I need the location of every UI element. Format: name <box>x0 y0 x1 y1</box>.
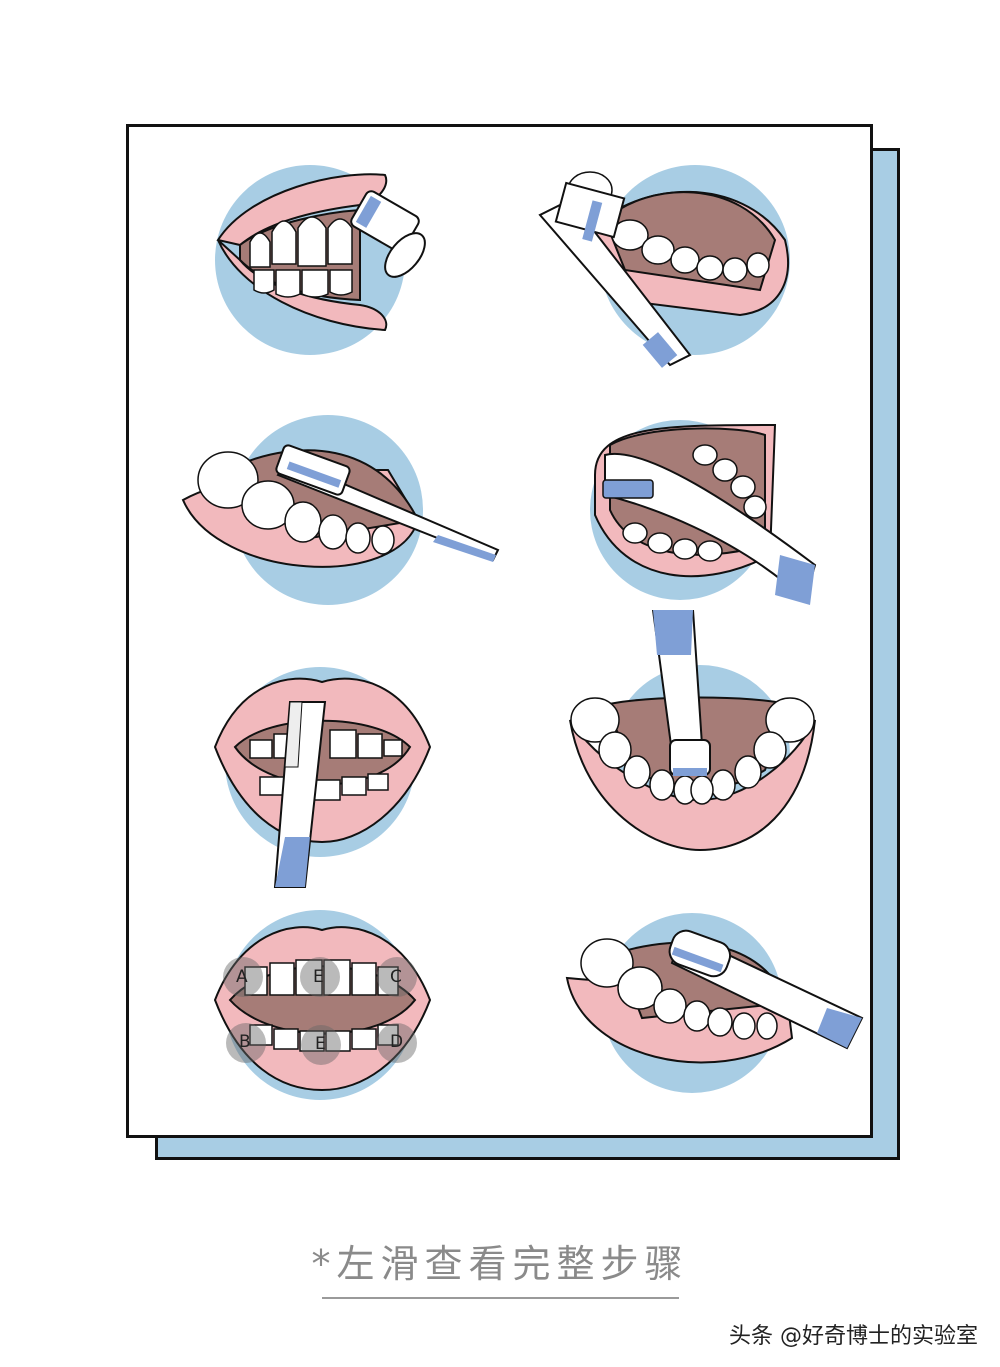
illustration-step-5 <box>213 667 432 888</box>
zone-label-e-lower: E <box>315 1034 326 1054</box>
zone-label-a: A <box>236 967 248 987</box>
illustration-step-8 <box>565 913 864 1093</box>
zone-label-e-upper: E <box>313 967 324 987</box>
zone-label-b: B <box>239 1032 251 1052</box>
illustration-step-2 <box>538 165 790 368</box>
illustration-step-3 <box>181 415 500 605</box>
zone-label-d: D <box>390 1032 404 1052</box>
illustration-step-1 <box>215 165 426 355</box>
swipe-caption: *左滑查看完整步骤 <box>311 1242 689 1286</box>
illustration-zones: A E C B E D <box>210 905 435 1100</box>
zone-label-c: C <box>390 967 402 987</box>
watermark: 头条 @好奇博士的实验室 <box>729 1324 978 1349</box>
illustration-step-4 <box>590 420 817 605</box>
illustration-step-6 <box>569 610 816 852</box>
caption-underline <box>322 1297 679 1299</box>
